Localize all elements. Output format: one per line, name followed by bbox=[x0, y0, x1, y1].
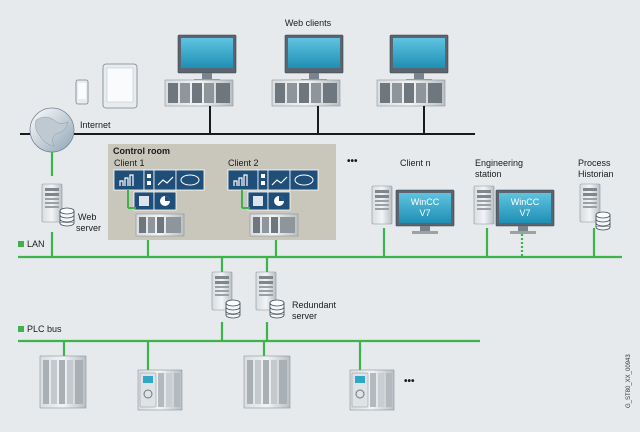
lan-label: LAN bbox=[27, 239, 45, 249]
wincc-client-n-line2: V7 bbox=[419, 208, 431, 218]
redundant-label-1: Redundant bbox=[292, 300, 337, 310]
lan-network bbox=[18, 152, 622, 272]
plc-bus bbox=[18, 322, 480, 372]
web-server-label-1: Web bbox=[78, 212, 97, 222]
web-client-1 bbox=[164, 34, 237, 107]
plc-bus-marker bbox=[18, 326, 24, 332]
web-server bbox=[41, 183, 75, 227]
web-client-2 bbox=[271, 34, 344, 107]
client-1-screens bbox=[113, 169, 205, 237]
wincc-engineering-line2: V7 bbox=[519, 208, 531, 218]
internet-label: Internet bbox=[80, 120, 111, 130]
plc-3 bbox=[243, 355, 291, 409]
wincc-client-n-line1: WinCC bbox=[410, 197, 440, 207]
ellipsis-plcs: ••• bbox=[404, 376, 415, 387]
client-2-label: Client 2 bbox=[228, 158, 259, 168]
figure-id: G_ST80_XX_00943 bbox=[626, 354, 632, 408]
wincc-engineering-line1: WinCC bbox=[510, 197, 540, 207]
historian-label-2: Historian bbox=[578, 169, 614, 179]
client-n-station bbox=[371, 185, 455, 234]
client-2-screens bbox=[227, 169, 319, 237]
client-1-label: Client 1 bbox=[114, 158, 145, 168]
web-client-3 bbox=[376, 34, 449, 107]
redundant-server-b bbox=[255, 271, 285, 319]
historian-label-1: Process bbox=[578, 158, 611, 168]
process-historian bbox=[579, 183, 611, 231]
globe-icon bbox=[29, 107, 75, 153]
plc-2 bbox=[137, 369, 183, 411]
phone-icon bbox=[75, 79, 89, 105]
engineering-label-1: Engineering bbox=[475, 158, 524, 168]
internet-bus bbox=[20, 106, 475, 135]
control-room-title: Control room bbox=[113, 146, 170, 156]
ellipsis-clients: ••• bbox=[347, 156, 358, 167]
client-n-label: Client n bbox=[400, 158, 431, 168]
redundant-server-a bbox=[211, 271, 241, 319]
tablet-icon bbox=[102, 63, 138, 109]
plc-4 bbox=[349, 369, 395, 411]
redundant-label-2: server bbox=[292, 311, 318, 321]
plc-bus-label: PLC bus bbox=[27, 324, 62, 334]
web-clients-label: Web clients bbox=[284, 18, 332, 28]
web-server-label-2: server bbox=[76, 223, 102, 233]
plc-1 bbox=[39, 355, 87, 409]
engineering-label-2: station bbox=[475, 169, 502, 179]
lan-marker bbox=[18, 241, 24, 247]
engineering-station bbox=[473, 185, 555, 234]
